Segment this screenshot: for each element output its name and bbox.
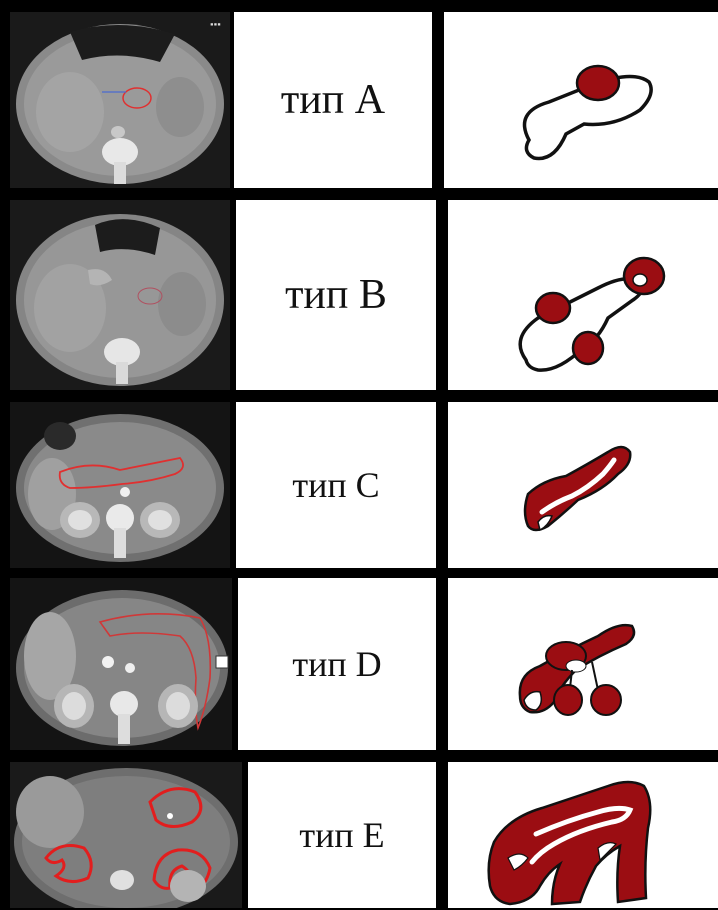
- type-label-cell-d: тип D: [238, 578, 436, 750]
- type-label: тип C: [292, 464, 379, 506]
- type-label: тип B: [285, 271, 387, 319]
- type-label: тип D: [292, 643, 381, 685]
- type-label-cell-b: тип B: [236, 200, 436, 390]
- row-type-e: тип E: [10, 762, 718, 908]
- schematic-type-d: [448, 578, 718, 750]
- ct-scan-type-e: [10, 762, 242, 908]
- schematic-type-a: [444, 12, 718, 188]
- schematic-type-c: [448, 402, 718, 568]
- row-type-d: тип D: [10, 578, 718, 750]
- row-type-c: тип C: [10, 402, 718, 568]
- ct-scan-type-c: [10, 402, 230, 568]
- schematic-type-e: [448, 762, 718, 908]
- ct-scan-type-a: ▪▪▪: [10, 12, 230, 188]
- schematic-type-b: [448, 200, 718, 390]
- type-label-cell-c: тип C: [236, 402, 436, 568]
- ct-scan-type-d: [10, 578, 232, 750]
- row-type-a: ▪▪▪ тип A: [10, 12, 718, 188]
- type-label-cell-a: тип A: [234, 12, 432, 188]
- type-label: тип A: [281, 76, 385, 124]
- row-type-b: тип B: [10, 200, 718, 390]
- type-label: тип E: [299, 814, 384, 856]
- ct-scan-type-b: [10, 200, 230, 390]
- svg-text:▪▪▪: ▪▪▪: [210, 21, 221, 28]
- type-label-cell-e: тип E: [248, 762, 436, 908]
